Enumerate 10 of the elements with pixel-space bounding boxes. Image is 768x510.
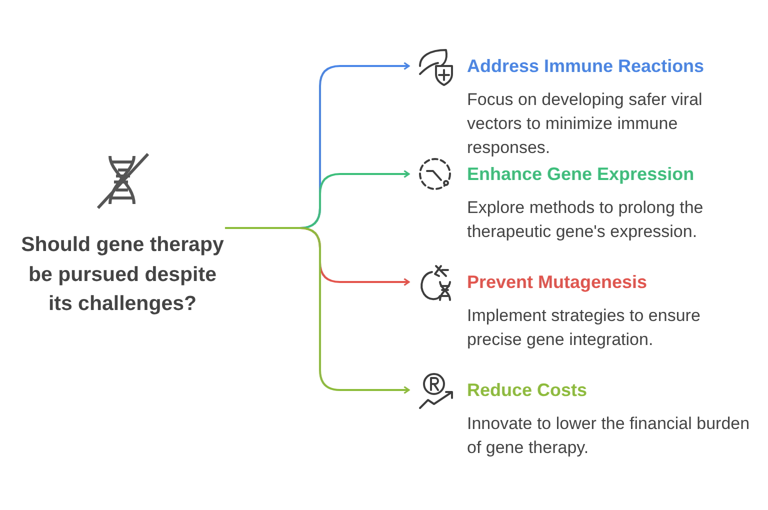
- branch-heading: Enhance Gene Expression: [467, 163, 694, 186]
- branch-description: Innovate to lower the financial burden of gene therapy.: [467, 413, 751, 459]
- branch-heading: Reduce Costs: [467, 379, 588, 402]
- branch-heading: Address Immune Reactions: [467, 55, 704, 78]
- branch-arrow: [225, 227, 410, 394]
- branch-heading: Prevent Mutagenesis: [467, 271, 648, 294]
- branch-description: Explore methods to prolong the therapeutic gene's expression.: [467, 197, 704, 243]
- branch-description: Focus on developing safer viral vectors to minimize immune responses.: [467, 89, 704, 159]
- question-text: Should gene therapy be pursued despite its challenges?: [20, 232, 225, 317]
- branch-description: Implement strategies to ensure precise gene integration.: [467, 305, 702, 351]
